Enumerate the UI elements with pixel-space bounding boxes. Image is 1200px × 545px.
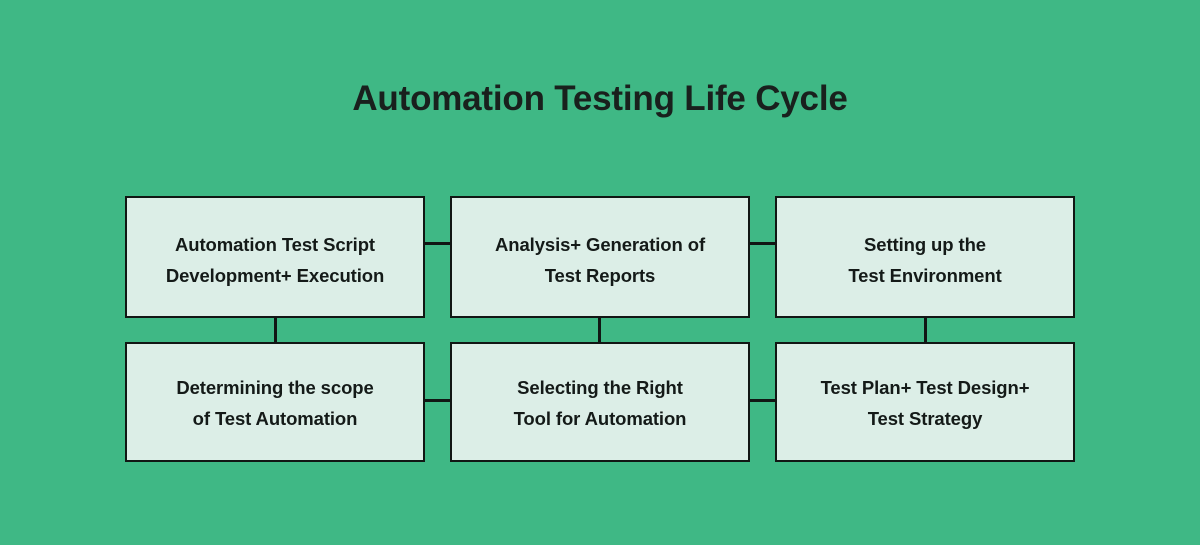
connector-node2-node5 xyxy=(598,317,601,343)
connector-node1-node4 xyxy=(274,317,277,343)
flowchart-node-label: Analysis+ Generation of Test Reports xyxy=(495,234,705,286)
page-title: Automation Testing Life Cycle xyxy=(352,79,848,118)
connector-node2-node3 xyxy=(749,242,776,245)
flowchart-node-label: Determining the scope of Test Automation xyxy=(176,377,374,429)
flowchart-node-analysis-generation-of-test-reports: Analysis+ Generation of Test Reports xyxy=(450,196,750,318)
flowchart-node-label: Setting up the Test Environment xyxy=(848,234,1002,286)
flowchart-node-label: Test Plan+ Test Design+ Test Strategy xyxy=(820,377,1030,429)
flowchart-node-test-plan-design-strategy: Test Plan+ Test Design+ Test Strategy xyxy=(775,342,1075,462)
connector-node4-node5 xyxy=(424,399,451,402)
connector-node3-node6 xyxy=(924,317,927,343)
connector-node5-node6 xyxy=(749,399,776,402)
flowchart-node-determining-scope: Determining the scope of Test Automation xyxy=(125,342,425,462)
flowchart-node-label: Selecting the Right Tool for Automation xyxy=(513,377,687,429)
flowchart-node-automation-test-script: Automation Test Script Development+ Exec… xyxy=(125,196,425,318)
connector-node1-node2 xyxy=(424,242,451,245)
flowchart-node-label: Automation Test Script Development+ Exec… xyxy=(165,234,385,286)
flowchart-node-setting-up-test-environment: Setting up the Test Environment xyxy=(775,196,1075,318)
flowchart-node-selecting-right-tool: Selecting the Right Tool for Automation xyxy=(450,342,750,462)
